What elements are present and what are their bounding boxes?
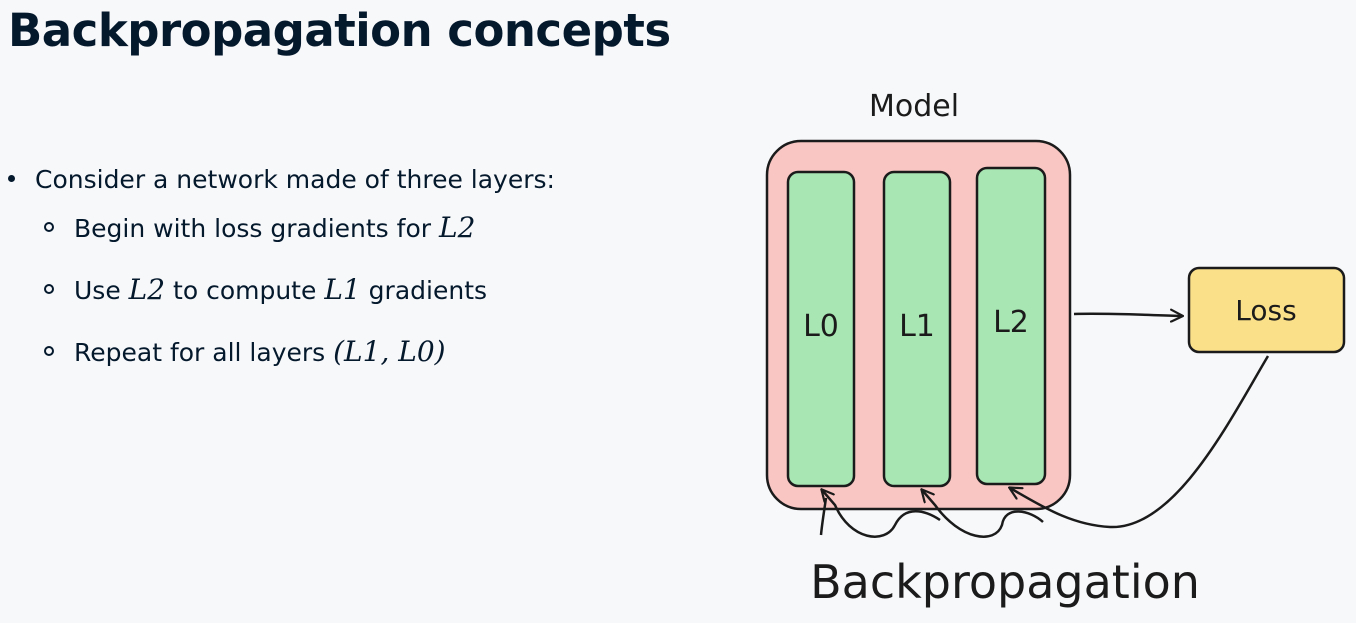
layer-l1-label: L1 xyxy=(899,309,935,344)
bullet-dot-icon xyxy=(8,174,15,182)
bullet-main-text: Consider a network made of three layers: xyxy=(35,165,555,194)
loss-label: Loss xyxy=(1235,294,1296,327)
layer-l0-label: L0 xyxy=(803,309,839,344)
page-title: Backpropagation concepts xyxy=(8,4,671,57)
sub-bullet-3-text: Repeat for all layers xyxy=(74,338,334,367)
sub-bullet-ring-icon xyxy=(44,284,54,294)
l1-to-l0-arrow xyxy=(822,490,941,538)
sub-bullet-2-middle: to compute xyxy=(165,276,325,305)
loss-to-l2-arrow xyxy=(1010,355,1270,529)
model-label: Model xyxy=(869,89,959,124)
forward-arrow xyxy=(1073,314,1182,316)
layer-l0: L0 xyxy=(786,170,856,488)
sub-bullet-1-math: L2 xyxy=(438,211,476,244)
layer-l2: L2 xyxy=(975,166,1047,486)
layer-l1: L1 xyxy=(882,170,952,488)
backpropagation-label: Backpropagation xyxy=(810,555,1200,609)
sub-bullet-2-math-1: L2 xyxy=(128,273,166,306)
sub-bullet-2-math-2: L1 xyxy=(324,273,361,306)
loss-box xyxy=(1187,266,1346,354)
layer-l2-label: L2 xyxy=(993,305,1029,340)
sub-bullet-1-text: Begin with loss gradients for xyxy=(74,214,439,243)
sub-bullet-1: Begin with loss gradients for L2 xyxy=(44,211,475,244)
layer-l0-box xyxy=(786,170,856,488)
sub-bullet-2: Use L2 to compute L1 gradients xyxy=(44,273,487,306)
bullet-item-main: Consider a network made of three layers: xyxy=(8,165,555,194)
layer-l1-box xyxy=(882,170,952,488)
sub-bullet-2-suffix: gradients xyxy=(360,276,488,305)
l0-tail-stroke xyxy=(819,497,828,536)
layer-l2-box xyxy=(975,166,1047,486)
sub-bullet-3: Repeat for all layers (L1, L0) xyxy=(44,335,446,368)
loss-node: Loss xyxy=(1187,266,1346,354)
sub-bullet-ring-icon xyxy=(44,346,54,356)
l2-to-l1-arrow xyxy=(922,490,1044,538)
sub-bullet-2-prefix: Use xyxy=(74,276,129,305)
sub-bullet-ring-icon xyxy=(44,222,54,232)
sub-bullet-3-math: (L1, L0) xyxy=(333,335,446,368)
